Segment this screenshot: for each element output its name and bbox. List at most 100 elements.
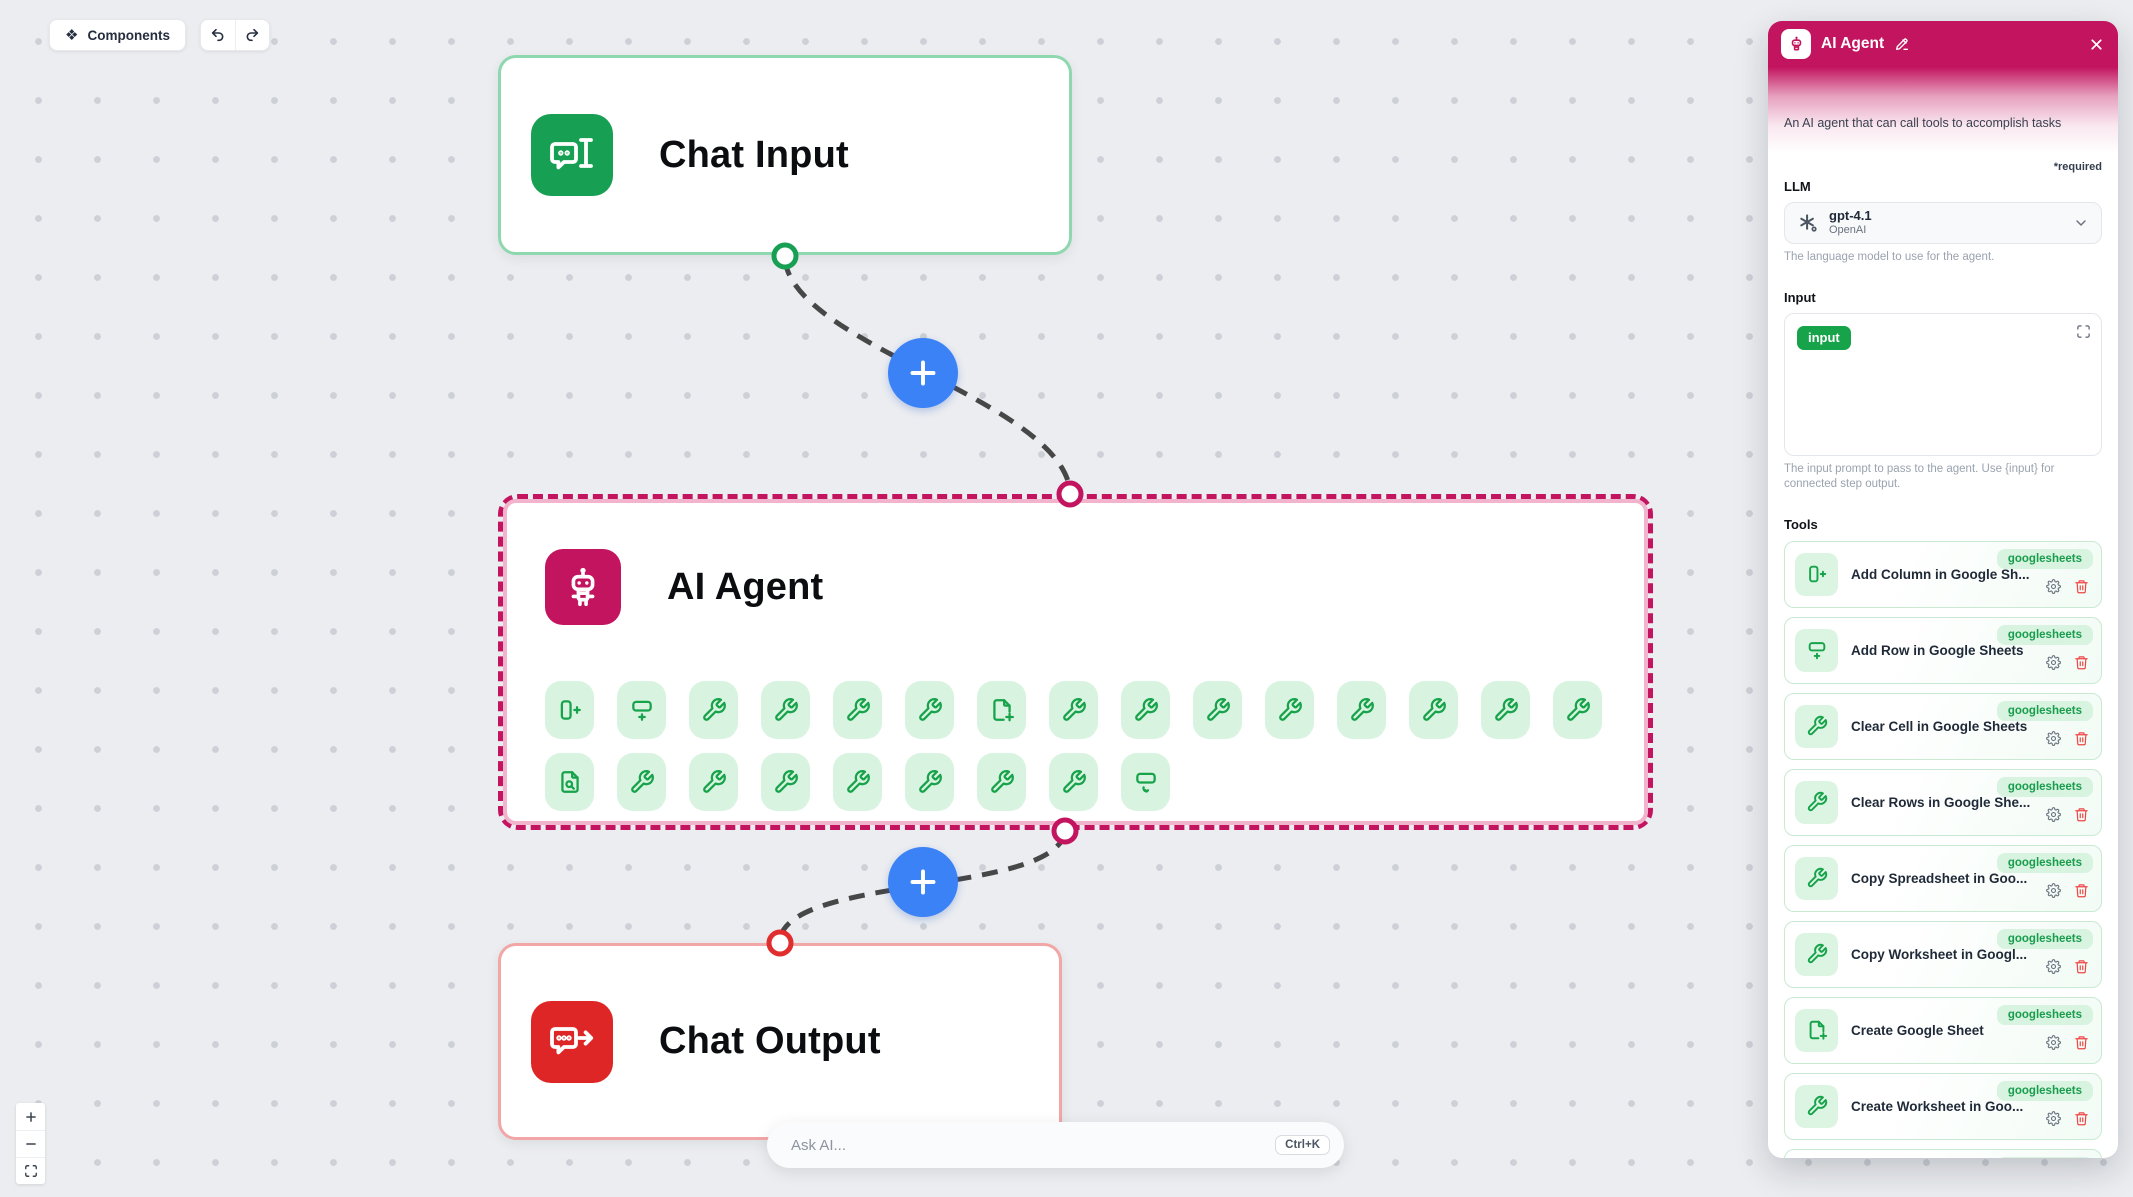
- ai-agent-input-handle[interactable]: [1056, 480, 1084, 508]
- panel-description: An AI agent that can call tools to accom…: [1784, 116, 2062, 130]
- chevron-down-icon: [2073, 215, 2089, 231]
- tool-card[interactable]: Clear Rows in Google She...googlesheets: [1784, 768, 2102, 836]
- wrench-tool-badge-icon: [977, 753, 1026, 811]
- add-row-icon: [1795, 628, 1838, 672]
- tool-delete-button[interactable]: [2074, 959, 2089, 974]
- panel-header: AI Agent: [1768, 21, 2118, 67]
- node-chat-output[interactable]: Chat Output: [498, 943, 1062, 1140]
- tool-provider-badge: googlesheets: [1996, 548, 2093, 569]
- undo-button[interactable]: [201, 20, 235, 50]
- chat-output-icon: [531, 1000, 613, 1083]
- input-field[interactable]: input: [1784, 312, 2102, 456]
- tools-label: Tools: [1784, 516, 1818, 532]
- components-button[interactable]: ❖ Components: [49, 19, 186, 51]
- wrench-icon: [1795, 780, 1838, 824]
- wrench-icon: [1795, 704, 1838, 748]
- tool-settings-button[interactable]: [2046, 882, 2061, 898]
- close-panel-button[interactable]: [2088, 36, 2105, 53]
- wrench-tool-badge-icon: [1337, 681, 1386, 739]
- sheet-search-tool-badge-icon: [545, 753, 594, 811]
- tool-card[interactable]: googlesheets: [1784, 1148, 2102, 1158]
- tool-settings-button[interactable]: [2046, 1034, 2061, 1050]
- tool-delete-button[interactable]: [2074, 579, 2089, 594]
- close-icon: [2091, 38, 2102, 50]
- add-step-button-1[interactable]: [888, 338, 958, 408]
- node-ai-agent[interactable]: AI Agent: [498, 494, 1653, 830]
- ai-agent-output-handle[interactable]: [1051, 817, 1079, 845]
- tool-name: Clear Rows in Google She...: [1851, 794, 2031, 810]
- sheet-plus-tool-badge-icon: [977, 681, 1026, 739]
- add-row-tool-badge-icon: [617, 681, 666, 739]
- node-chat-input[interactable]: Chat Input: [498, 55, 1072, 255]
- tool-name: Create Worksheet in Goo...: [1851, 1098, 2024, 1114]
- redo-button[interactable]: [234, 20, 269, 50]
- add-column-icon: [1795, 552, 1838, 596]
- openai-logo-icon: [1800, 214, 1817, 232]
- zoom-out-button[interactable]: [16, 1130, 45, 1157]
- plus-icon: [910, 360, 936, 386]
- zoom-controls: [16, 1103, 45, 1184]
- input-help-text: The input prompt to pass to the agent. U…: [1784, 462, 2055, 491]
- sheet-plus-icon: [1795, 1008, 1838, 1052]
- tool-name: Copy Worksheet in Googl...: [1851, 946, 2028, 962]
- wrench-tool-badge-icon: [1193, 681, 1242, 739]
- tool-card[interactable]: Create Worksheet in Goo...googlesheets: [1784, 1072, 2102, 1140]
- chat-output-input-handle[interactable]: [766, 929, 794, 957]
- tool-card[interactable]: Copy Spreadsheet in Goo...googlesheets: [1784, 844, 2102, 912]
- wrench-tool-badge-icon: [833, 753, 882, 811]
- components-icon: ❖: [65, 26, 79, 44]
- tool-card[interactable]: Add Column in Google Sh...googlesheets: [1784, 540, 2102, 608]
- tool-settings-button[interactable]: [2046, 806, 2061, 822]
- tool-settings-button[interactable]: [2046, 578, 2061, 594]
- zoom-in-button[interactable]: [16, 1103, 45, 1130]
- tool-name: Add Column in Google Sh...: [1851, 566, 2030, 582]
- ai-agent-card: AI Agent: [503, 499, 1648, 825]
- ai-agent-inspector-panel: AI Agent An AI agent that can call tools…: [1768, 21, 2118, 1158]
- undo-redo-group: [199, 19, 270, 51]
- add-step-button-2[interactable]: [888, 847, 958, 917]
- input-variable-chip[interactable]: input: [1797, 325, 1851, 350]
- tool-delete-button[interactable]: [2074, 1035, 2089, 1050]
- expand-icon[interactable]: [2076, 324, 2091, 339]
- tool-delete-button[interactable]: [2074, 655, 2089, 670]
- llm-provider-value: OpenAI: [1829, 224, 1867, 237]
- tool-delete-button[interactable]: [2074, 731, 2089, 746]
- wrench-icon: [1795, 1084, 1838, 1128]
- agent-tool-badges-row2: [545, 753, 1606, 811]
- llm-label: LLM: [1784, 179, 1811, 194]
- tool-settings-button[interactable]: [2046, 730, 2061, 746]
- wrench-tool-badge-icon: [1265, 681, 1314, 739]
- wrench-tool-badge-icon: [1049, 681, 1098, 739]
- tool-delete-button[interactable]: [2074, 1111, 2089, 1126]
- tool-name: Create Google Sheet: [1851, 1022, 1984, 1038]
- tool-provider-badge: googlesheets: [1996, 852, 2093, 873]
- panel-description-area: An AI agent that can call tools to accom…: [1768, 67, 2118, 153]
- edit-name-button[interactable]: [1894, 36, 1910, 52]
- chat-output-title: Chat Output: [659, 1020, 881, 1062]
- chat-input-output-handle[interactable]: [771, 242, 799, 270]
- add-column-tool-badge-icon: [545, 681, 594, 739]
- tool-delete-button[interactable]: [2074, 883, 2089, 898]
- tool-settings-button[interactable]: [2046, 1110, 2061, 1126]
- tool-settings-button[interactable]: [2046, 654, 2061, 670]
- ask-ai-input[interactable]: [791, 1136, 1276, 1154]
- plus-icon: [910, 869, 936, 895]
- tool-provider-badge: googlesheets: [1996, 700, 2093, 721]
- tool-name: Copy Spreadsheet in Goo...: [1851, 870, 2028, 886]
- tool-card[interactable]: Copy Worksheet in Googl...googlesheets: [1784, 920, 2102, 988]
- wrench-tool-badge-icon: [689, 753, 738, 811]
- zoom-out-icon: [25, 1143, 36, 1145]
- panel-title: AI Agent: [1821, 35, 1885, 52]
- wrench-tool-badge-icon: [1121, 681, 1170, 739]
- tool-settings-button[interactable]: [2046, 958, 2061, 974]
- top-toolbar: ❖ Components: [49, 19, 270, 51]
- wrench-tool-badge-icon: [905, 681, 954, 739]
- llm-select[interactable]: gpt-4.1 OpenAI: [1784, 202, 2102, 244]
- fit-view-button[interactable]: [16, 1157, 45, 1184]
- tool-delete-button[interactable]: [2074, 807, 2089, 822]
- chat-input-title: Chat Input: [659, 133, 849, 176]
